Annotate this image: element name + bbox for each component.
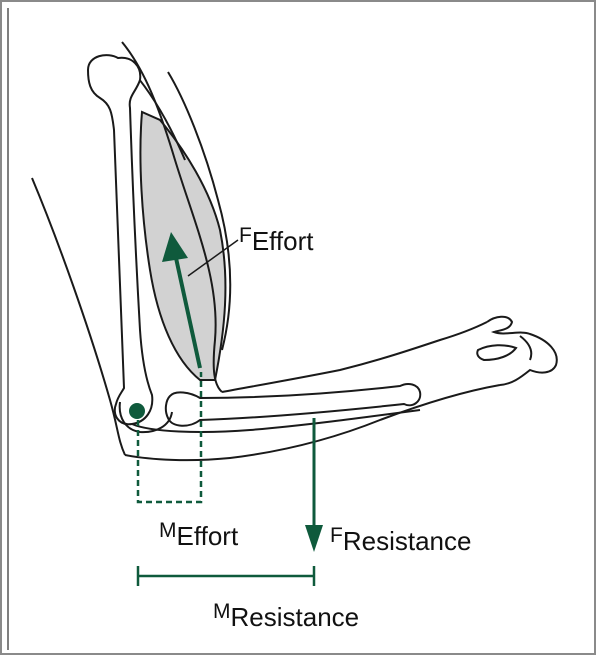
biceps-muscle [140,112,225,380]
label-f-resistance-sub: Resistance [343,526,472,556]
label-m-resistance-sub: Resistance [231,602,360,632]
label-m-resistance-main: M [213,600,231,623]
label-f-resistance: FResistance [330,528,471,554]
upper-arm-skin-outer [32,178,125,455]
resistance-force-arrowhead [305,525,323,552]
label-m-effort-main: M [159,519,177,542]
humerus-bone [88,55,152,424]
hand-outline [477,317,557,385]
label-m-effort-sub: Effort [177,521,239,551]
forearm-skin-top [222,322,487,392]
label-f-effort-sub: Effort [252,226,314,256]
label-f-effort: FEffort [239,228,314,254]
label-m-resistance: MResistance [213,604,359,630]
label-m-effort: MEffort [159,523,238,549]
label-f-effort-main: F [239,224,252,247]
label-f-resistance-main: F [330,524,343,547]
fulcrum-axis-dot [129,403,145,419]
